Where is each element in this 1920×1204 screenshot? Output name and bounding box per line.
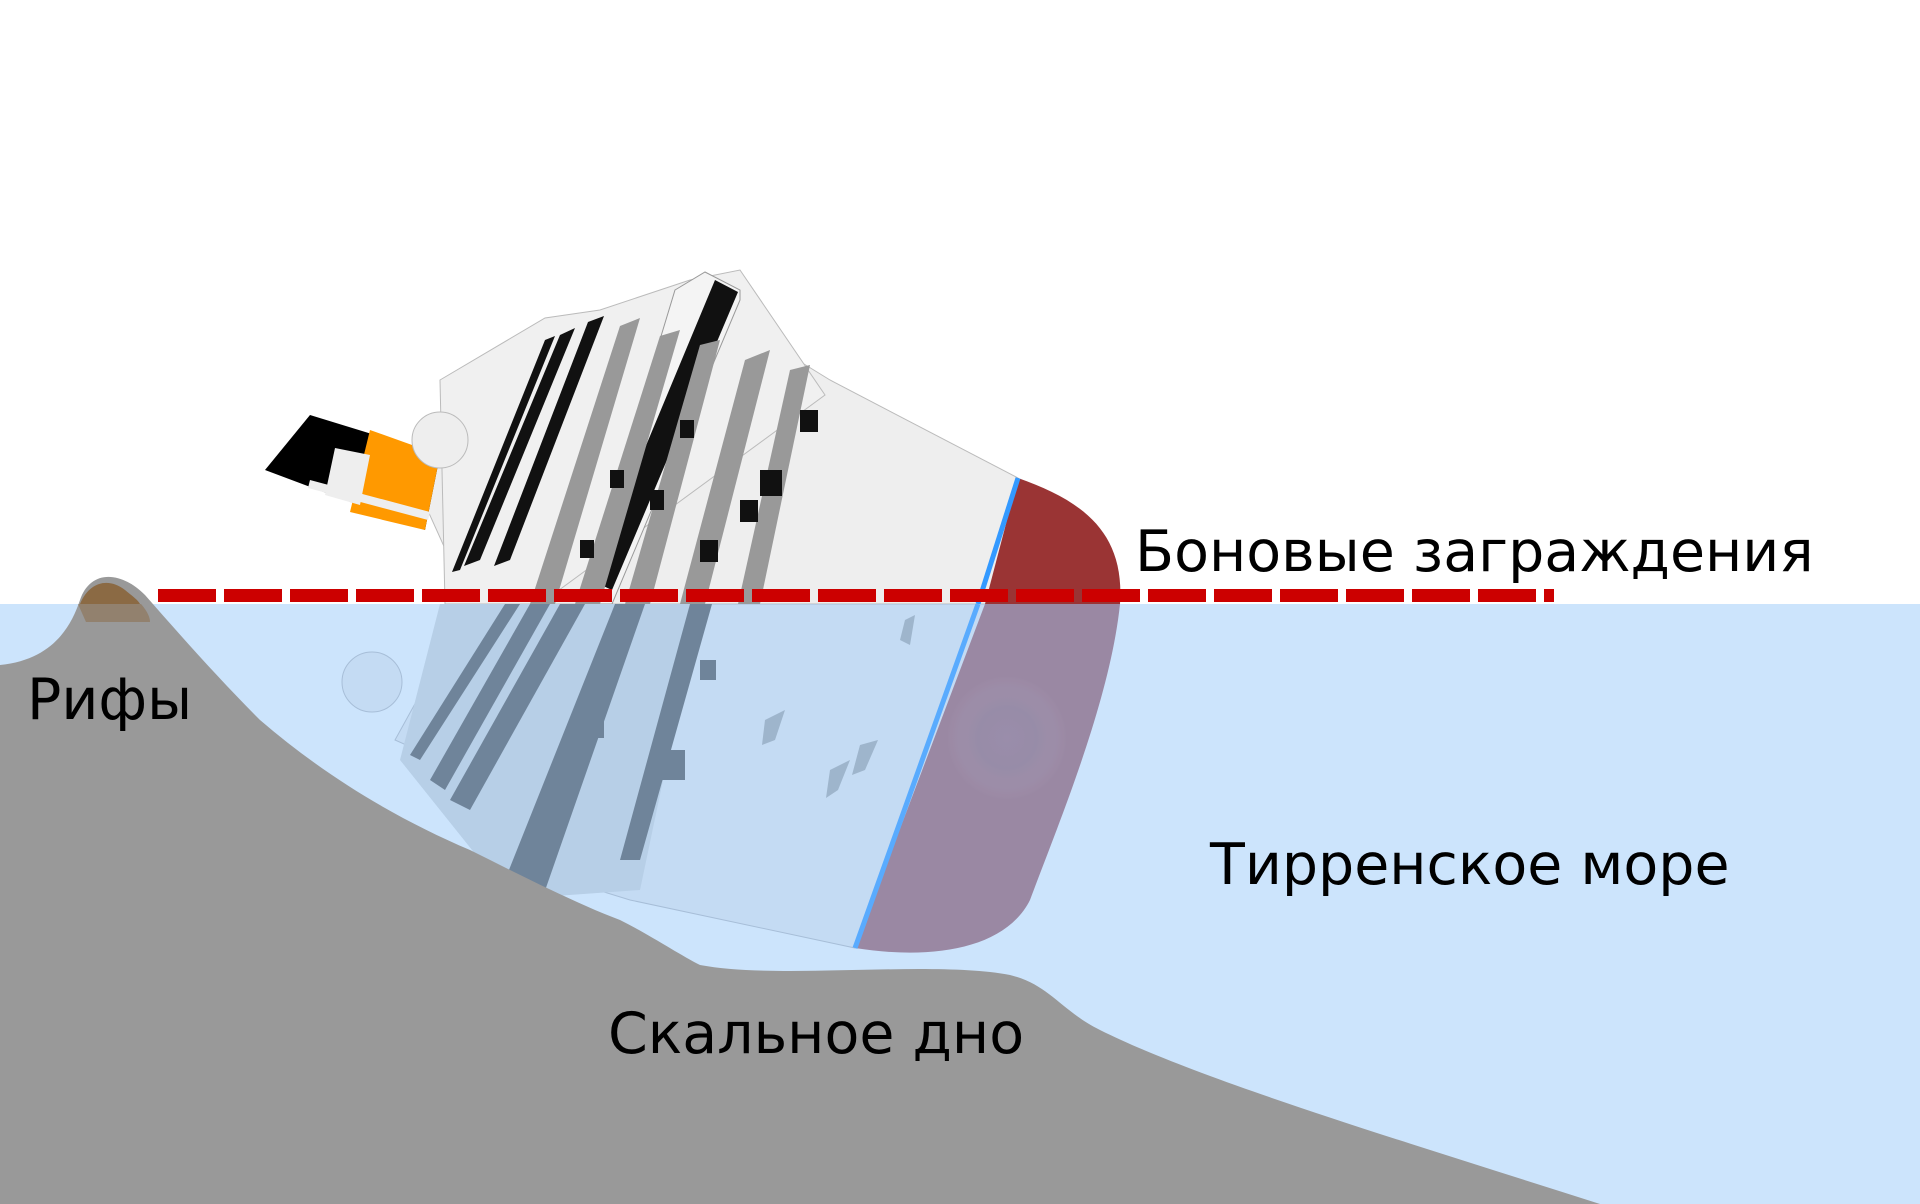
label-reefs: Рифы <box>27 667 192 733</box>
ship-funnel <box>265 415 440 530</box>
rocky-seabed <box>0 576 1600 1204</box>
ship-submerged-decks <box>400 604 700 900</box>
reef-top-submerged <box>78 604 150 622</box>
ship-radar-dome-submerged <box>341 651 403 713</box>
ship-deck-shading <box>530 318 810 604</box>
label-seabed: Скальное дно <box>608 1001 1024 1067</box>
label-booms: Боновые заграждения <box>1135 519 1814 585</box>
reef-top <box>80 582 140 604</box>
ship-waterline-stripe-submerged <box>852 604 981 949</box>
ship-bow-above <box>985 478 1121 604</box>
label-sea: Тирренское море <box>1209 832 1730 898</box>
containment-boom <box>158 589 1554 602</box>
ship-windows <box>580 410 818 562</box>
ship-submerged-windows <box>410 604 716 905</box>
ship-hull-breach <box>947 676 1067 800</box>
debris <box>762 615 915 798</box>
ship-radar-dome <box>411 411 469 469</box>
ship <box>265 269 1121 953</box>
ship-waterline-stripe <box>975 477 1021 604</box>
